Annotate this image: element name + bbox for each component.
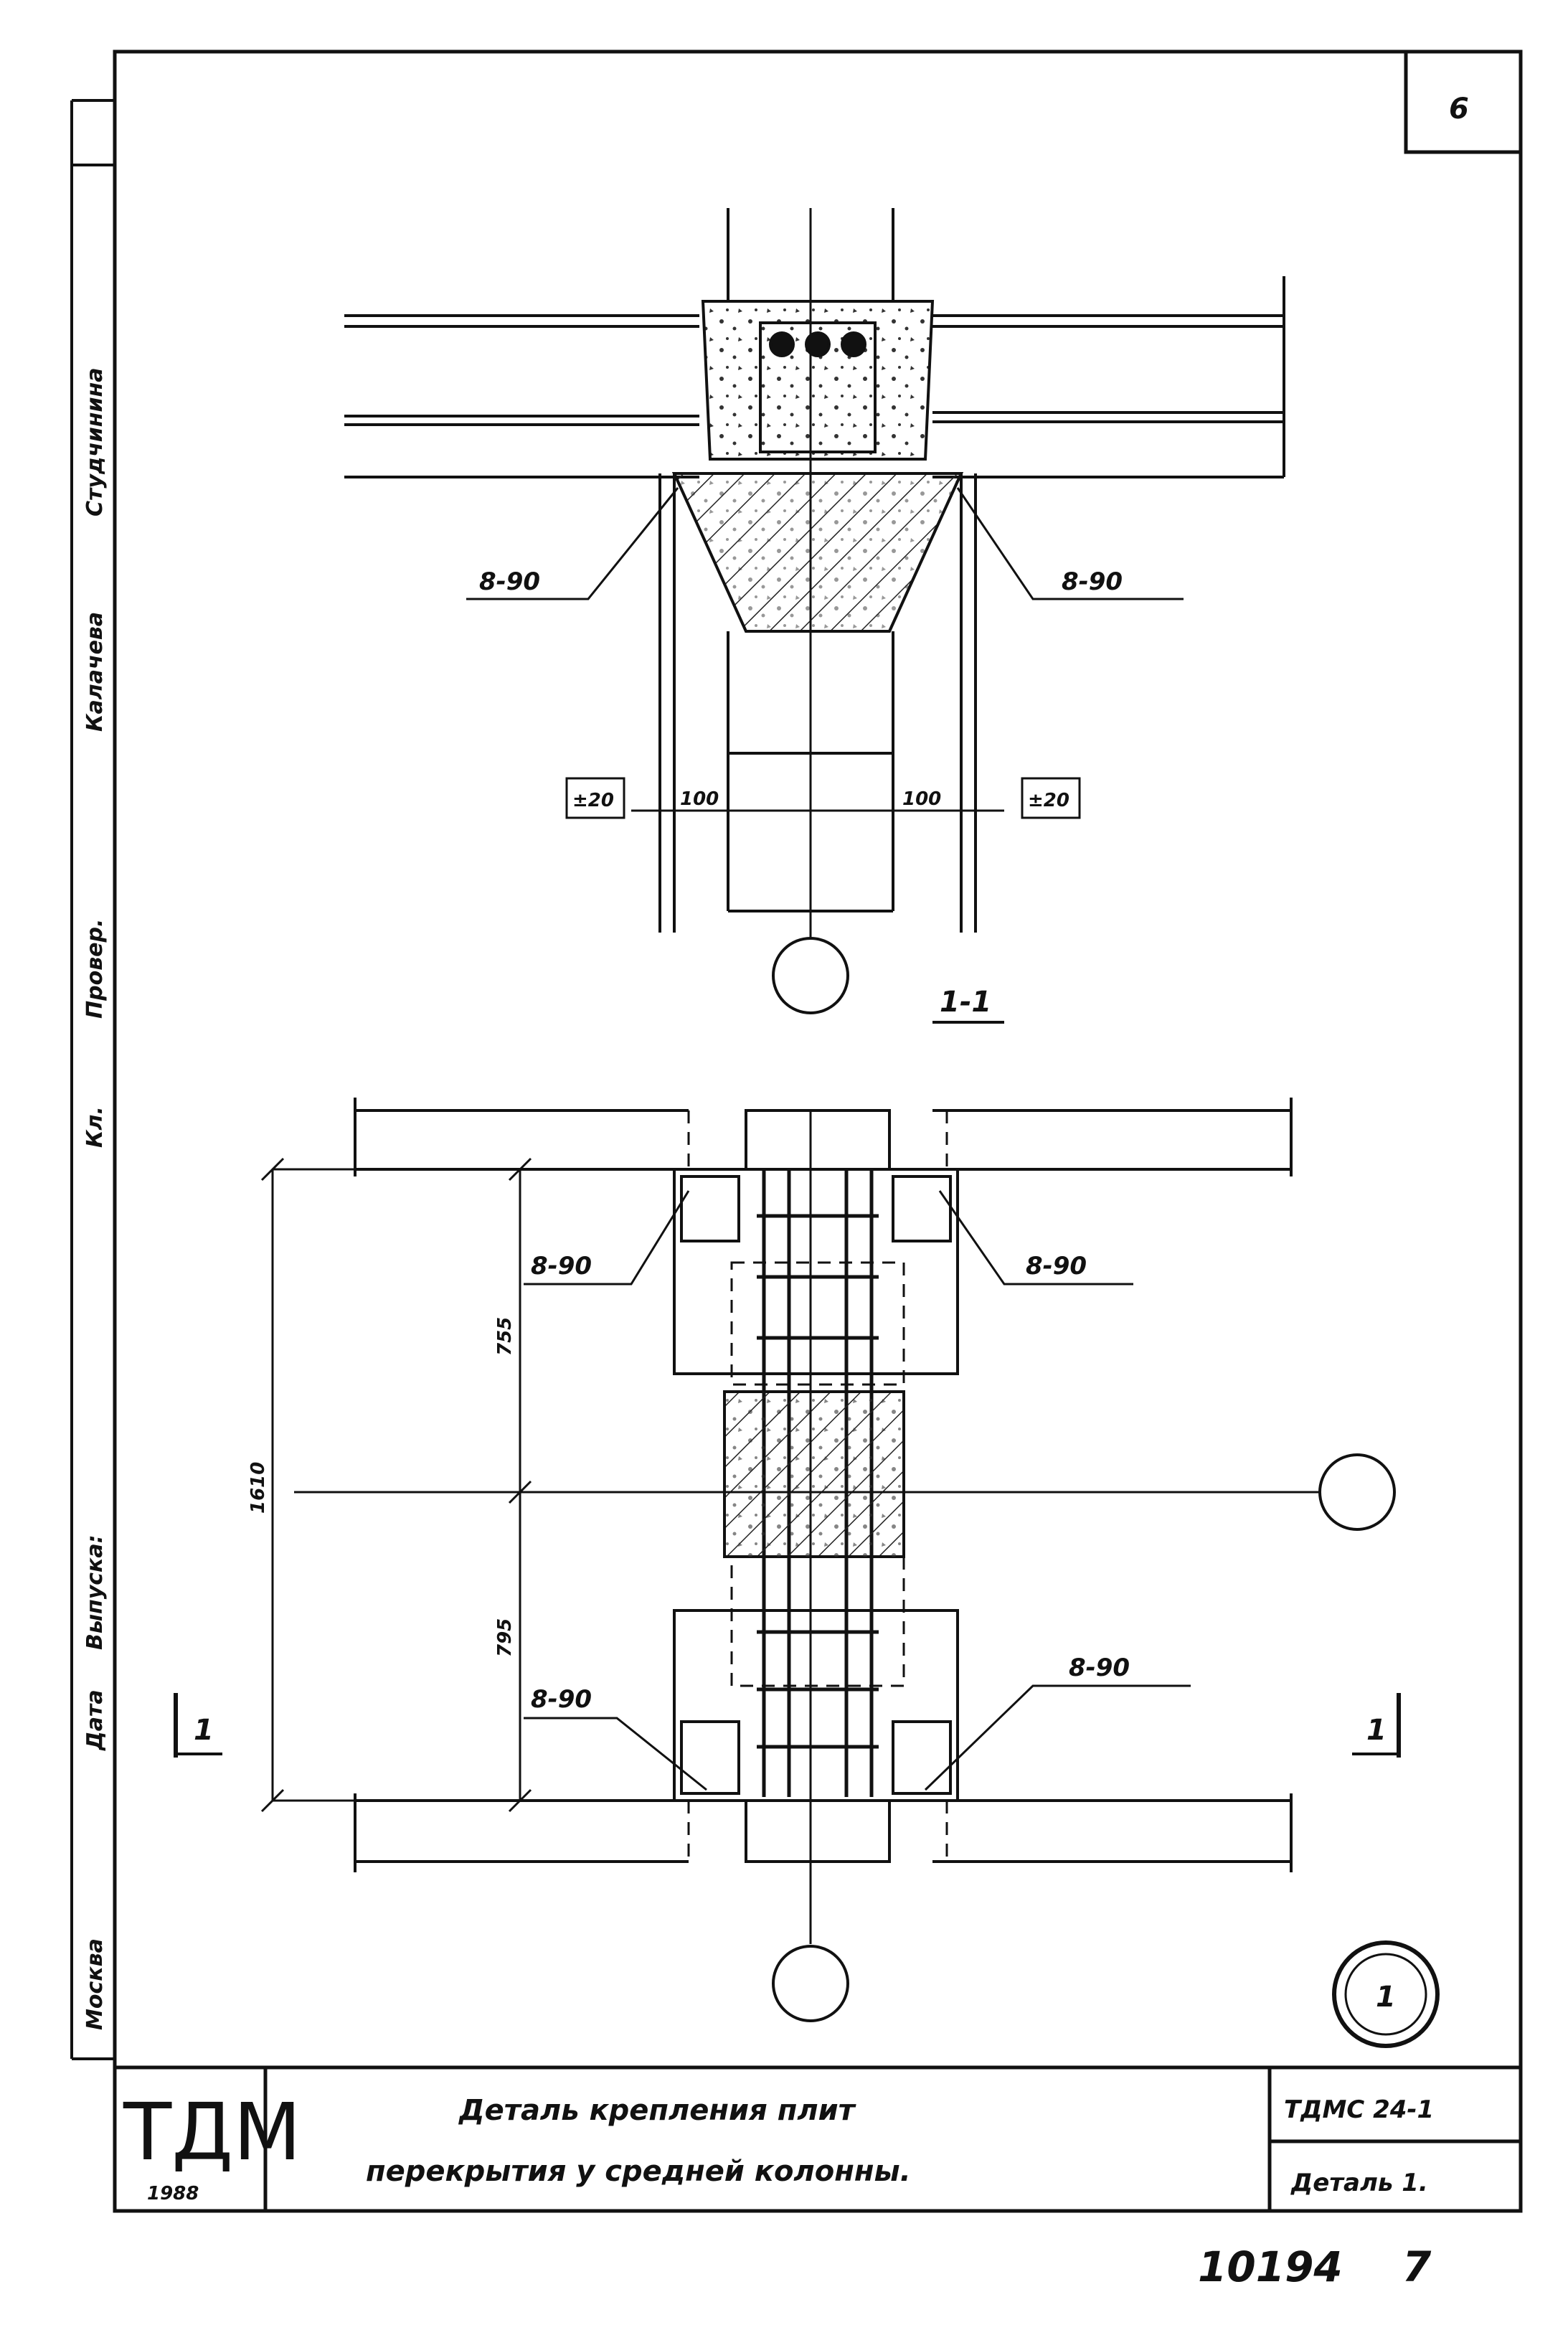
detail-circle-inner bbox=[1344, 1953, 1427, 2036]
side-stamp-issue: Выпуска: bbox=[82, 1534, 108, 1650]
sheet-mark: 6 bbox=[1449, 93, 1469, 126]
weld-label-bottom-low-left: 8-90 bbox=[531, 1685, 592, 1714]
side-stamp-date: Дата bbox=[82, 1689, 108, 1751]
series-code: ТДМС 24-1 bbox=[1284, 2095, 1434, 2124]
top-view bbox=[344, 208, 1285, 933]
footer-number: 10194 bbox=[1198, 2242, 1343, 2291]
footer-page: 7 bbox=[1402, 2242, 1432, 2291]
section-title: 1-1 bbox=[940, 986, 991, 1019]
weld-label-top-right: 8-90 bbox=[1062, 567, 1123, 596]
side-stamp-checked: Провер. bbox=[82, 919, 108, 1019]
weld-label-bottom-low-right: 8-90 bbox=[1069, 1654, 1130, 1682]
tol-box-right bbox=[1021, 777, 1081, 819]
dim-total: 1610 bbox=[247, 1462, 269, 1514]
logo-tdm: ТДМ bbox=[123, 2086, 301, 2178]
tol-box-left bbox=[565, 777, 625, 819]
detail-number: 1 bbox=[1376, 1981, 1396, 2014]
weld-leader-bottom-low-right bbox=[924, 1684, 1191, 1791]
cut-label-right: 1 bbox=[1366, 1714, 1387, 1747]
title-line2: перекрытия у средней колонны. bbox=[366, 2155, 911, 2188]
tol-label-left: ±20 bbox=[572, 790, 614, 811]
tol-label-right: ±20 bbox=[1028, 790, 1069, 811]
joint-block-speckle bbox=[724, 1392, 904, 1557]
weld-leader-bottom-low-left bbox=[524, 1717, 707, 1791]
axis-marker-right bbox=[1318, 1453, 1396, 1531]
weld-label-bottom-top-right: 8-90 bbox=[1026, 1252, 1087, 1280]
weld-leader-bottom-top-right bbox=[938, 1190, 1133, 1286]
weld-leader-top-left bbox=[466, 487, 679, 600]
dim-upper: 755 bbox=[494, 1317, 516, 1356]
weld-label-top-left: 8-90 bbox=[479, 567, 540, 596]
sheet-mark-box bbox=[1404, 49, 1523, 154]
axis-marker-top bbox=[772, 937, 849, 1014]
weld-label-bottom-top-left: 8-90 bbox=[531, 1252, 592, 1280]
side-stamp-name2: Студчинина bbox=[82, 367, 108, 517]
title-line1: Деталь крепления плит bbox=[458, 2094, 857, 2127]
weld-leader-bottom-top-left bbox=[524, 1190, 690, 1286]
logo-year: 1988 bbox=[147, 2183, 199, 2204]
detail-circle-outer bbox=[1332, 1940, 1440, 2048]
dim-lower: 795 bbox=[494, 1618, 516, 1657]
detail-code: Деталь 1. bbox=[1290, 2169, 1428, 2197]
outer-frame bbox=[113, 49, 1523, 2213]
dim-gap-right: 100 bbox=[902, 788, 941, 810]
side-stamp-city: Москва bbox=[82, 1938, 108, 2030]
weld-leader-top-right bbox=[956, 487, 1184, 600]
side-stamp-name1: Калачева bbox=[82, 612, 108, 732]
dim-gap-left: 100 bbox=[680, 788, 719, 810]
title-block bbox=[115, 2065, 1521, 2211]
side-stamp-kl: Кл. bbox=[82, 1106, 108, 1148]
cut-label-left: 1 bbox=[194, 1714, 214, 1747]
side-stamp bbox=[70, 99, 115, 2060]
axis-marker-bottom bbox=[772, 1945, 849, 2022]
dim-chain bbox=[260, 1157, 681, 1813]
